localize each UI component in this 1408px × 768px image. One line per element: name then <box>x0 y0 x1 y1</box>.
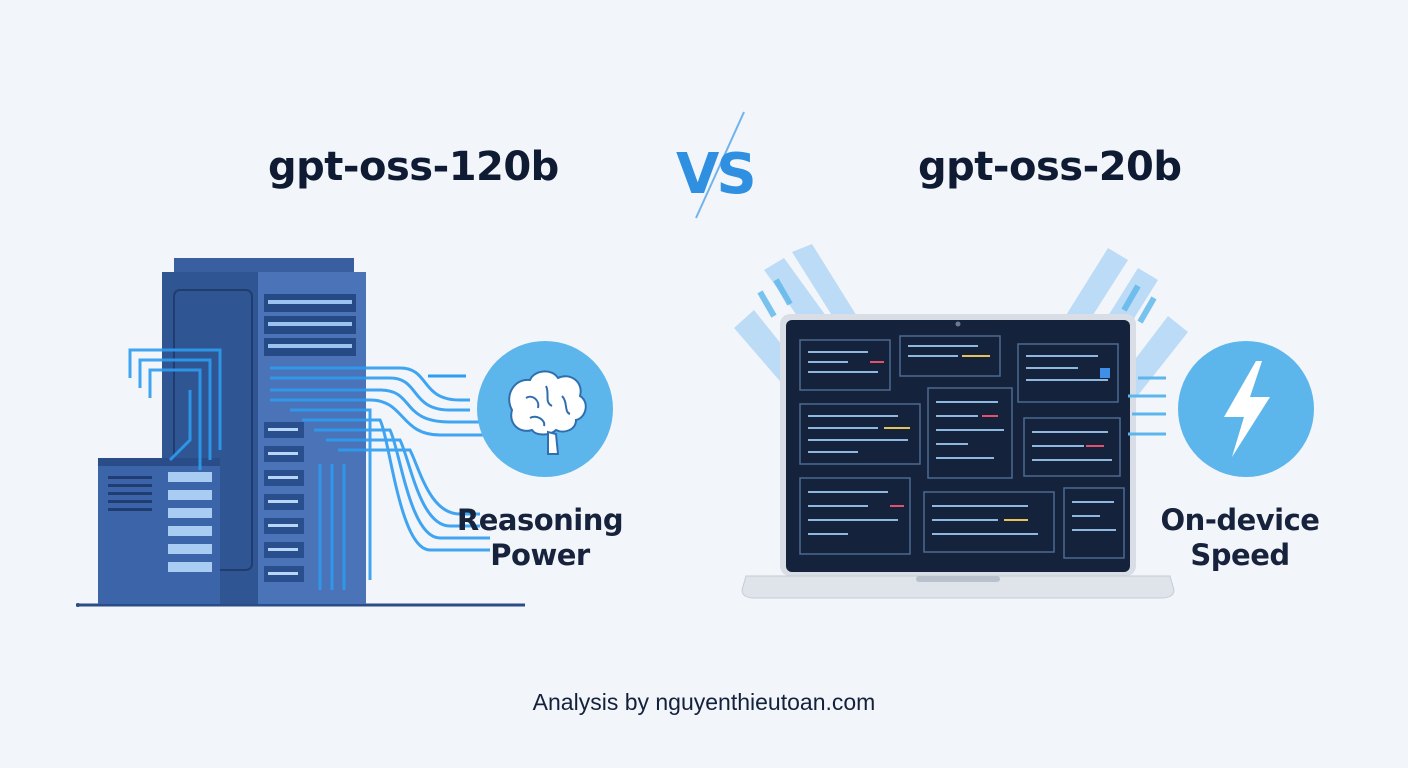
footer-credit: Analysis by nguyenthieutoan.com <box>532 689 876 715</box>
right-caption: On-device Speed <box>1150 503 1330 573</box>
laptop-illustration <box>734 244 1188 599</box>
vs-badge: VS <box>672 108 772 223</box>
right-model-title: gpt-oss-20b <box>918 144 1182 190</box>
brain-icon <box>477 341 613 477</box>
left-caption: Reasoning Power <box>450 503 630 573</box>
left-caption-line2: Power <box>490 538 590 572</box>
lightning-bolt-icon <box>1178 341 1314 477</box>
vs-label: VS <box>676 142 757 207</box>
server-rack-illustration <box>76 258 525 607</box>
brain-badge <box>474 338 616 480</box>
left-caption-line1: Reasoning <box>456 503 624 537</box>
lightning-badge <box>1176 339 1316 479</box>
right-caption-line2: Speed <box>1190 538 1290 572</box>
left-model-title: gpt-oss-120b <box>268 144 559 190</box>
vs-slash <box>695 111 745 219</box>
right-caption-line1: On-device <box>1160 503 1320 537</box>
speed-lines <box>1128 376 1166 436</box>
